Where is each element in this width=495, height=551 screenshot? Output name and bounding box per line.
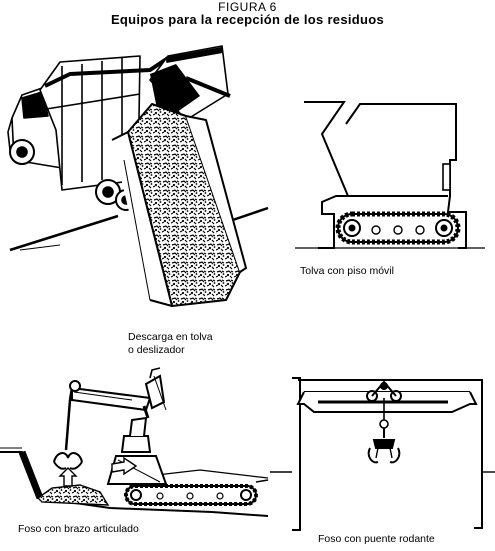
articulated-arm-pit-illustration (0, 367, 269, 517)
truck-discharge-illustration (7, 45, 269, 307)
caption-articulated-arm-pit: Foso con brazo articulado (18, 523, 139, 535)
caption-overhead-crane-pit: Foso con puente rodante (318, 533, 435, 545)
caption-chute-discharge-line2: o deslizador (128, 344, 185, 356)
moving-floor-hopper-illustration (295, 101, 485, 249)
caption-hopper-moving-floor: Tolva con piso móvil (300, 265, 394, 277)
caption-chute-discharge-line1: Descarga en tolva (128, 331, 213, 343)
caption-chute-discharge: Descarga en tolva o deslizador (128, 331, 213, 357)
overhead-crane-pit-illustration (270, 377, 495, 531)
figure-title: Equipos para la recepción de los residuo… (110, 12, 385, 27)
figure-label: FIGURA 6 (218, 0, 277, 14)
